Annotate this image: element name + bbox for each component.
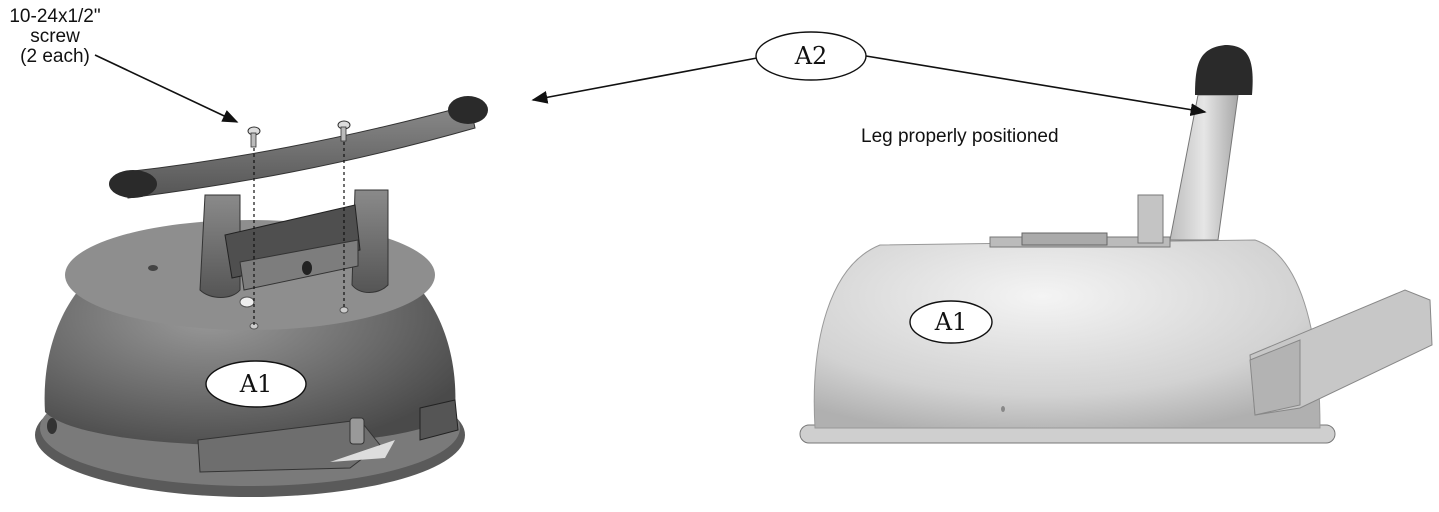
- side-grip-shadow: [1249, 339, 1301, 416]
- bracket-hole-icon: [302, 261, 312, 275]
- side-grip-highlight: [330, 440, 395, 462]
- side-hole-icon: [47, 418, 57, 434]
- a2-arrow-right: [865, 55, 1207, 116]
- handle-cap-right: [448, 96, 488, 124]
- latch-part: [419, 399, 459, 441]
- label-a2-text: A2: [794, 42, 828, 70]
- screw-callout-line2: screw: [30, 26, 80, 47]
- screw-leader-arrow: [94, 54, 239, 123]
- knob-icon: [349, 417, 365, 445]
- hole-icon: [339, 306, 349, 314]
- label-a2: A2: [755, 31, 867, 81]
- screw-callout: 10-24x1/2" screw (2 each): [9, 6, 100, 67]
- label-a1-left: A1: [205, 360, 307, 408]
- top-block: [1021, 232, 1108, 246]
- base-part: [813, 239, 1321, 429]
- label-a1-right-text: A1: [934, 308, 968, 336]
- label-a1-right: A1: [909, 300, 993, 344]
- a2-arrow-left: [531, 57, 758, 104]
- screw-callout-line1: 10-24x1/2": [9, 6, 100, 27]
- handle-post-left: [199, 194, 241, 298]
- left-assembly: [35, 96, 488, 497]
- hole-icon: [239, 296, 255, 308]
- leg-part: [1169, 94, 1239, 241]
- top-tab: [1137, 194, 1164, 244]
- screw-icon: [247, 126, 261, 148]
- hole-icon: [148, 265, 158, 271]
- label-a1-left-text: A1: [239, 370, 273, 398]
- position-note: Leg properly positioned: [861, 126, 1059, 147]
- right-assembly: [799, 45, 1433, 444]
- screw-callout-line3: (2 each): [20, 46, 90, 67]
- screw-icon: [337, 120, 351, 142]
- handle-post-right: [351, 189, 389, 293]
- hole-icon: [1001, 406, 1005, 412]
- handle-cap-left: [109, 170, 157, 198]
- leg-cap: [1195, 45, 1253, 95]
- handle-bracket-front: [239, 239, 359, 291]
- handle-part: [124, 104, 476, 199]
